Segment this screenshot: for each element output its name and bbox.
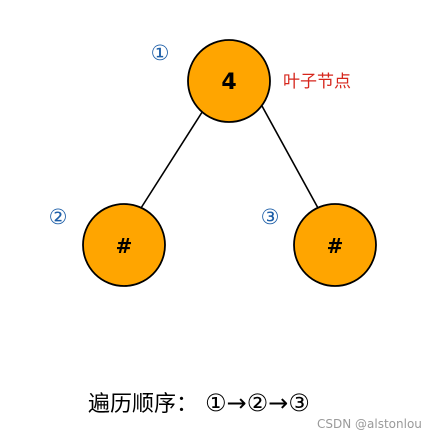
node-value: # xyxy=(116,234,133,258)
node-value: 4 xyxy=(221,70,236,95)
node-value: # xyxy=(327,234,344,258)
tree-node-root: 4 xyxy=(187,39,271,123)
csdn-watermark: CSDN @alstonlou xyxy=(317,417,422,431)
node-circle xyxy=(187,39,271,123)
order-marker-left: ② xyxy=(49,205,68,229)
traversal-order-label: 遍历顺序： xyxy=(88,392,198,417)
order-marker-root: ① xyxy=(151,41,170,65)
edge-root-left xyxy=(140,105,207,209)
tree-node-left: # xyxy=(82,203,166,287)
order-marker-right: ③ xyxy=(261,205,280,229)
node-circle xyxy=(82,203,166,287)
edge-root-right xyxy=(261,105,319,209)
node-circle xyxy=(293,203,377,287)
traversal-order-sequence: ①→②→③ xyxy=(205,389,310,417)
tree-node-right: # xyxy=(293,203,377,287)
leaf-node-annotation: 叶子节点 xyxy=(283,72,351,92)
